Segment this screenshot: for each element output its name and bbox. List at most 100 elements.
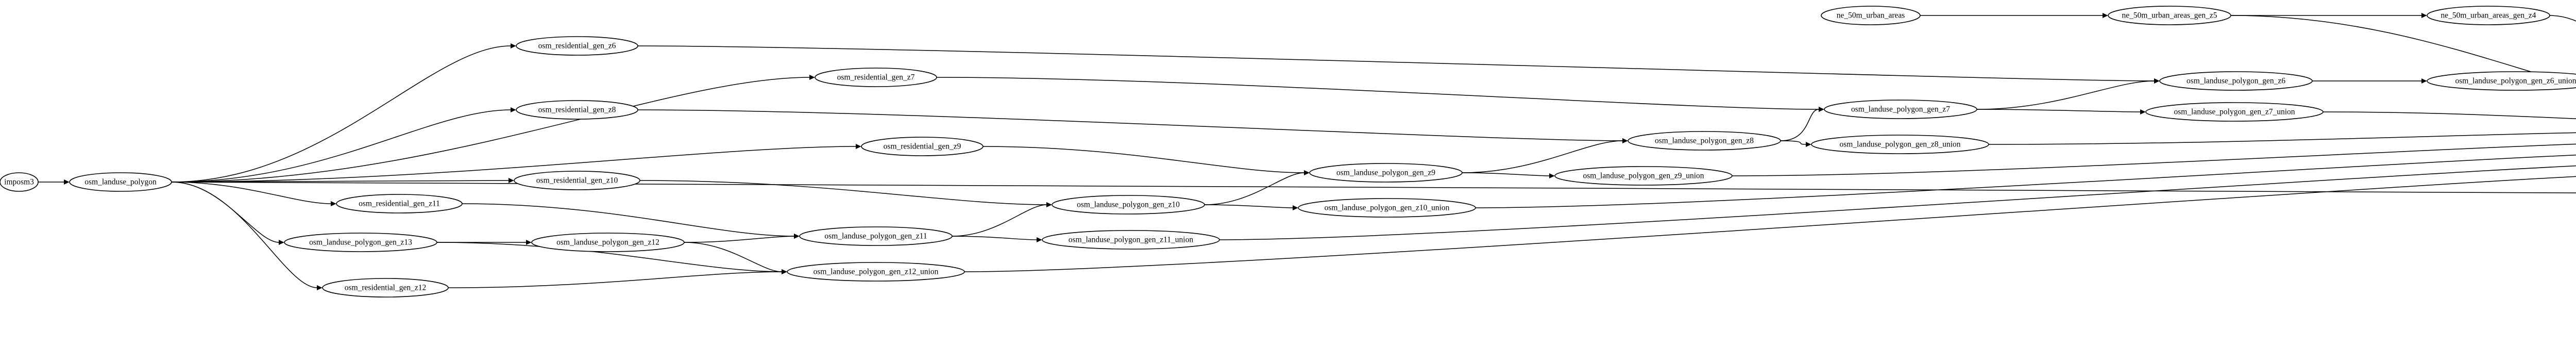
node-osm_landuse_polygon_gen_z6[interactable]: osm_landuse_polygon_gen_z6 (2159, 71, 2313, 91)
node-label: ne_50m_urban_areas_gen_z4 (2441, 11, 2536, 20)
edge-osm_landuse_polygon_gen_z9_union-to-layer_landuse.z9 (1732, 143, 2576, 176)
node-label: osm_landuse_polygon_gen_z11_union (1069, 236, 1193, 244)
edge-osm_landuse_polygon_gen_z11_union-to-layer_landuse.z11 (1219, 165, 2576, 240)
edge-osm_landuse_polygon_gen_z12-to-osm_landuse_polygon_gen_z11 (684, 236, 794, 243)
node-shape[interactable] (2145, 102, 2324, 122)
node-osm_residential_gen_z11[interactable]: osm_residential_gen_z11 (336, 194, 463, 213)
edge-arrowhead (2103, 13, 2108, 18)
node-shape[interactable] (516, 100, 638, 120)
node-osm_landuse_polygon_gen_z9_union[interactable]: osm_landuse_polygon_gen_z9_union (1554, 166, 1733, 186)
node-osm_residential_gen_z8[interactable]: osm_residential_gen_z8 (516, 100, 638, 120)
node-label: osm_landuse_polygon_gen_z13 (309, 238, 412, 247)
node-shape[interactable] (815, 68, 937, 87)
node-shape[interactable] (2427, 71, 2576, 91)
node-label: osm_landuse_polygon_gen_z7_union (2174, 108, 2295, 117)
node-label: osm_landuse_polygon_gen_z7 (1851, 105, 1950, 114)
node-osm_residential_gen_z6[interactable]: osm_residential_gen_z6 (516, 36, 638, 56)
node-label: ne_50m_urban_areas_gen_z5 (2122, 11, 2217, 20)
node-shape[interactable] (1052, 195, 1205, 215)
edge-arrowhead (1037, 237, 1042, 242)
node-shape[interactable] (0, 172, 39, 192)
edge-osm_landuse_polygon_gen_z12_union-to-layer_landuse.z12 (964, 176, 2576, 272)
node-shape[interactable] (799, 226, 953, 246)
edges-layer (38, 13, 2576, 290)
node-osm_landuse_polygon_gen_z9[interactable]: osm_landuse_polygon_gen_z9 (1309, 163, 1463, 183)
edge-osm_landuse_polygon_gen_z11-to-osm_landuse_polygon_gen_z10 (952, 204, 1047, 237)
edge-osm_landuse_polygon_gen_z7-to-osm_landuse_polygon_gen_z6 (1976, 80, 2155, 110)
node-label: osm_residential_gen_z9 (884, 142, 961, 151)
node-ne_50m_urban_areas[interactable]: ne_50m_urban_areas (1821, 6, 1921, 25)
node-shape[interactable] (1821, 6, 1921, 25)
node-label: osm_landuse_polygon_gen_z6 (2187, 77, 2285, 86)
node-shape[interactable] (2108, 6, 2231, 25)
edge-arrowhead (1622, 138, 1628, 143)
node-shape[interactable] (69, 172, 172, 192)
node-label: osm_residential_gen_z10 (536, 176, 618, 185)
node-osm_residential_gen_z7[interactable]: osm_residential_gen_z7 (815, 68, 937, 87)
node-shape[interactable] (1811, 135, 1989, 154)
edge-osm_residential_gen_z6-to-osm_landuse_polygon_gen_z6 (637, 45, 2155, 81)
edge-arrowhead (2421, 78, 2427, 84)
node-shape[interactable] (1309, 163, 1463, 183)
node-osm_residential_gen_z12[interactable]: osm_residential_gen_z12 (322, 278, 449, 298)
node-label: osm_landuse_polygon_gen_z11 (824, 232, 927, 241)
node-osm_landuse_polygon_gen_z11_union[interactable]: osm_landuse_polygon_gen_z11_union (1042, 230, 1220, 250)
node-shape[interactable] (1824, 100, 1977, 119)
node-label: osm_residential_gen_z6 (538, 42, 616, 51)
node-label: osm_landuse_polygon_gen_z10 (1077, 201, 1180, 209)
node-shape[interactable] (1628, 131, 1781, 151)
node-osm_landuse_polygon_gen_z6_union[interactable]: osm_landuse_polygon_gen_z6_union (2427, 71, 2576, 91)
node-shape[interactable] (1554, 166, 1733, 186)
edge-osm_landuse_polygon_gen_z13-to-osm_landuse_polygon_gen_z12_union (436, 242, 782, 272)
node-shape[interactable] (861, 137, 984, 156)
node-osm_landuse_polygon_gen_z8_union[interactable]: osm_landuse_polygon_gen_z8_union (1811, 135, 1989, 154)
node-label: osm_landuse_polygon_gen_z9 (1336, 169, 1435, 177)
edge-arrowhead (511, 43, 516, 48)
edge-osm_landuse_polygon-to-osm_residential_gen_z11 (171, 182, 331, 204)
edge-osm_landuse_polygon_gen_z8-to-osm_landuse_polygon_gen_z7 (1780, 109, 1819, 141)
node-osm_landuse_polygon_gen_z10_union[interactable]: osm_landuse_polygon_gen_z10_union (1298, 198, 1476, 218)
node-shape[interactable] (516, 36, 638, 56)
node-shape[interactable] (1298, 198, 1476, 218)
node-ne_50m_urban_areas_gen_z4[interactable]: ne_50m_urban_areas_gen_z4 (2427, 6, 2550, 25)
node-label: osm_landuse_polygon (84, 178, 157, 187)
edge-arrowhead (509, 178, 514, 183)
edge-arrowhead (317, 285, 323, 290)
node-osm_landuse_polygon_gen_z8[interactable]: osm_landuse_polygon_gen_z8 (1628, 131, 1781, 151)
edge-arrowhead (2140, 109, 2146, 114)
node-osm_landuse_polygon_gen_z7_union[interactable]: osm_landuse_polygon_gen_z7_union (2145, 102, 2324, 122)
node-shape[interactable] (514, 171, 640, 190)
node-ne_50m_urban_areas_gen_z5[interactable]: ne_50m_urban_areas_gen_z5 (2108, 6, 2231, 25)
node-label: osm_residential_gen_z7 (837, 73, 915, 82)
node-osm_landuse_polygon_gen_z12[interactable]: osm_landuse_polygon_gen_z12 (531, 233, 685, 252)
node-label: osm_residential_gen_z12 (345, 284, 426, 292)
node-osm_landuse_polygon_gen_z12_union[interactable]: osm_landuse_polygon_gen_z12_union (787, 262, 965, 282)
node-osm_landuse_polygon[interactable]: osm_landuse_polygon (69, 172, 172, 192)
node-osm_landuse_polygon_gen_z11[interactable]: osm_landuse_polygon_gen_z11 (799, 226, 953, 246)
node-shape[interactable] (2427, 6, 2550, 25)
node-label: osm_residential_gen_z11 (359, 200, 440, 208)
node-shape[interactable] (787, 262, 965, 282)
node-label: osm_residential_gen_z8 (538, 106, 616, 114)
edge-arrowhead (2154, 78, 2160, 84)
node-osm_residential_gen_z9[interactable]: osm_residential_gen_z9 (861, 137, 984, 156)
node-shape[interactable] (284, 233, 437, 252)
node-osm_residential_gen_z10[interactable]: osm_residential_gen_z10 (514, 171, 640, 190)
node-osm_landuse_polygon_gen_z13[interactable]: osm_landuse_polygon_gen_z13 (284, 233, 437, 252)
node-osm_landuse_polygon_gen_z10[interactable]: osm_landuse_polygon_gen_z10 (1052, 195, 1205, 215)
node-shape[interactable] (336, 194, 463, 213)
edge-arrowhead (1304, 170, 1310, 175)
node-shape[interactable] (1042, 230, 1220, 250)
node-osm_landuse_polygon_gen_z7[interactable]: osm_landuse_polygon_gen_z7 (1824, 100, 1977, 119)
node-shape[interactable] (531, 233, 685, 252)
edge-arrowhead (1819, 107, 1824, 112)
node-shape[interactable] (2159, 71, 2313, 91)
edge-osm_landuse_polygon_gen_z9-to-osm_landuse_polygon_gen_z9_union (1462, 172, 1550, 176)
node-imposm3[interactable]: imposm3 (0, 172, 39, 192)
node-shape[interactable] (322, 278, 449, 298)
edge-arrowhead (526, 240, 532, 245)
edge-osm_landuse_polygon-to-osm_residential_gen_z6 (171, 45, 511, 183)
edge-osm_landuse_polygon-to-osm_residential_gen_z12 (171, 182, 317, 288)
